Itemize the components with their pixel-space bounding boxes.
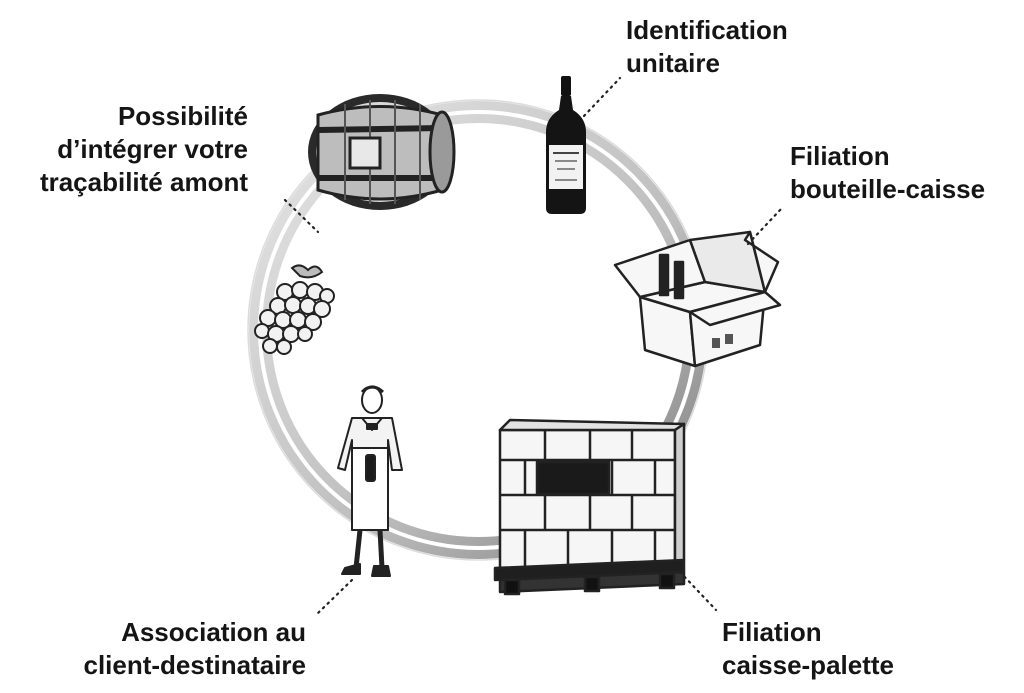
label-case-pallet: Filiation caisse-palette [722,617,894,680]
leader-client [314,578,354,617]
pallet-icon [493,418,686,596]
leader-bottle-case [746,206,784,246]
label-identification: Identification unitaire [626,15,788,78]
wine-bottle-icon [546,76,586,214]
label-upstream: Possibilité d’intégrer votre traçabilité… [39,101,248,197]
label-client: Association au client-destinataire [83,617,306,680]
grapes-icon [254,264,335,355]
leader-identification [582,76,622,118]
barrel-icon [308,94,456,210]
label-bottle-case: Filiation bouteille-caisse [790,141,986,204]
sommelier-icon [337,385,403,577]
cardboard-box-icon [613,230,782,368]
leader-upstream [283,198,320,234]
leader-case-pallet [678,570,718,612]
leader-lines [283,76,784,617]
